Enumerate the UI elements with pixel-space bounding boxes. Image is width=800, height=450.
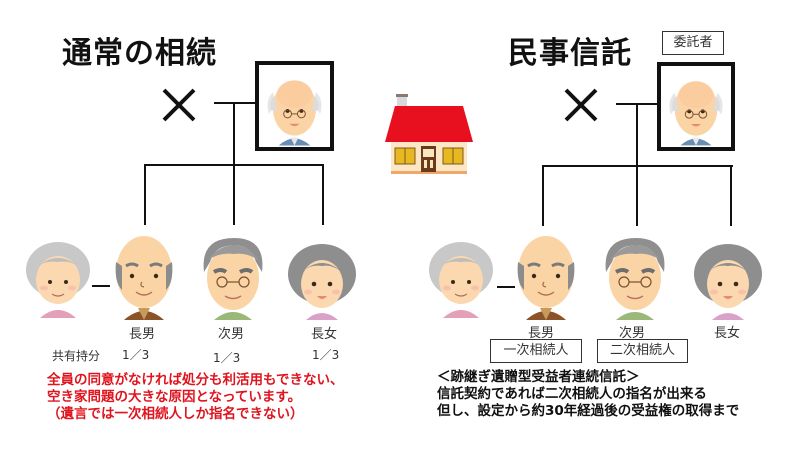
deceased-x-icon — [162, 88, 196, 122]
right-child-1-relation: 長男 — [528, 326, 555, 341]
branch-line-1 — [144, 164, 146, 225]
grandfather-portrait-icon-right — [668, 80, 724, 146]
right-note-line-3: 但し、設定から約30年経過後の受益権の取得まで — [437, 403, 740, 419]
spouse-connector-line — [214, 102, 256, 104]
left-child-3-relation: 長女 — [311, 327, 338, 342]
left-title: 通常の相続 — [62, 36, 217, 71]
eldest-son-icon — [115, 236, 173, 320]
right-child-3-relation: 長女 — [714, 326, 741, 341]
right-note: ＜跡継ぎ遺贈型受益者連続信託＞ 信託契約であれば二次相続人の指名が出来る 但し、… — [437, 369, 739, 420]
left-child-2-relation: 次男 — [218, 327, 245, 342]
trunk-line-right — [636, 103, 638, 226]
right-child-2-relation: 次男 — [619, 326, 646, 341]
branch-line-3 — [322, 164, 324, 225]
branch-line-right-3 — [730, 165, 732, 226]
secondary-heir-tag: 二次相続人 — [597, 339, 688, 363]
share-label: 共有持分 — [52, 349, 101, 363]
second-son-icon-right — [605, 238, 665, 320]
children-bar-line-right — [542, 165, 733, 167]
marriage-line — [92, 285, 110, 287]
settlor-portrait-frame — [657, 62, 735, 151]
marriage-line-right — [497, 286, 515, 288]
left-child-1-relation: 長男 — [129, 327, 156, 342]
left-note-line-1: 全員の同意がなければ処分も利活用もできない、 — [47, 372, 344, 388]
second-son-icon — [203, 238, 263, 320]
eldest-daughter-icon-right — [694, 244, 762, 320]
grandmother-spouse-icon-right — [429, 242, 493, 318]
right-title: 民事信託 — [508, 36, 632, 71]
left-note-line-2: 空き家問題の大きな原因となっています。 — [47, 389, 302, 405]
right-note-line-2: 信託契約であれば二次相続人の指名が出来る — [437, 386, 707, 402]
eldest-daughter-icon — [288, 244, 356, 320]
deceased-x-icon-right — [564, 88, 598, 122]
children-bar-line — [144, 164, 324, 166]
deceased-portrait-frame — [255, 61, 334, 151]
eldest-son-icon-right — [517, 236, 575, 320]
branch-line-right-1 — [542, 165, 544, 226]
house-icon — [385, 94, 473, 174]
grandmother-spouse-icon — [26, 242, 90, 318]
left-child-1-share: 1／3 — [122, 348, 150, 362]
left-child-2-share: 1／3 — [213, 351, 241, 365]
primary-heir-tag: 一次相続人 — [490, 339, 582, 363]
left-note-line-3: （遺言では一次相続人しか指名できない） — [47, 406, 304, 422]
grandfather-portrait-icon — [267, 79, 322, 146]
settlor-tag: 委託者 — [662, 31, 724, 55]
trunk-line — [233, 102, 235, 225]
left-note: 全員の同意がなければ処分も利活用もできない、 空き家問題の大きな原因となっていま… — [47, 372, 343, 423]
right-note-line-1: ＜跡継ぎ遺贈型受益者連続信託＞ — [437, 369, 640, 385]
left-child-3-share: 1／3 — [312, 348, 340, 362]
